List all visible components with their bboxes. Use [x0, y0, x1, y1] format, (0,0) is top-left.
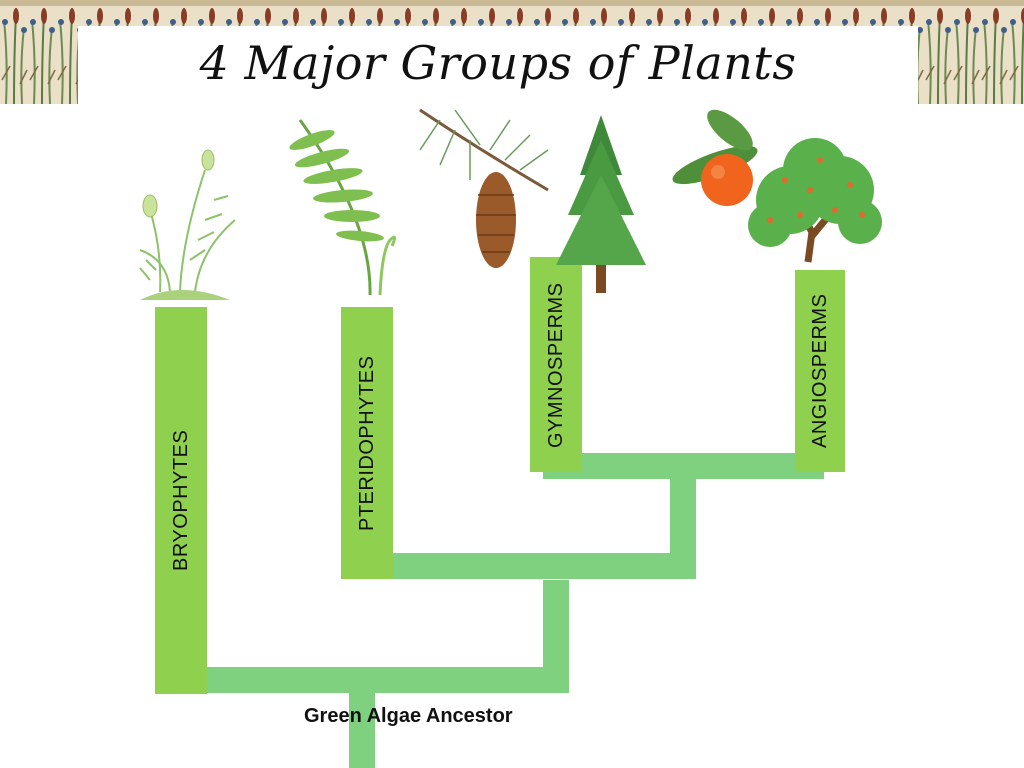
branch-ancestor-split — [180, 580, 569, 693]
page-title: 4 Major Groups of Plants — [199, 36, 797, 90]
title-panel: 4 Major Groups of Plants — [78, 26, 918, 118]
group-label-angiosperms: ANGIOSPERMS — [808, 293, 831, 448]
group-label-bryophytes: BRYOPHYTES — [169, 429, 192, 571]
group-bar-angiosperms — [795, 270, 845, 472]
group-bar-pteridophytes — [341, 307, 393, 579]
ancestor-label: Green Algae Ancestor — [304, 705, 513, 727]
group-bar-gymnosperms — [530, 257, 582, 472]
group-bar-bryophytes — [155, 307, 207, 694]
branch-vascular-split — [366, 470, 696, 579]
group-label-pteridophytes: PTERIDOPHYTES — [355, 355, 378, 531]
group-label-gymnosperms: GYMNOSPERMS — [544, 281, 567, 448]
